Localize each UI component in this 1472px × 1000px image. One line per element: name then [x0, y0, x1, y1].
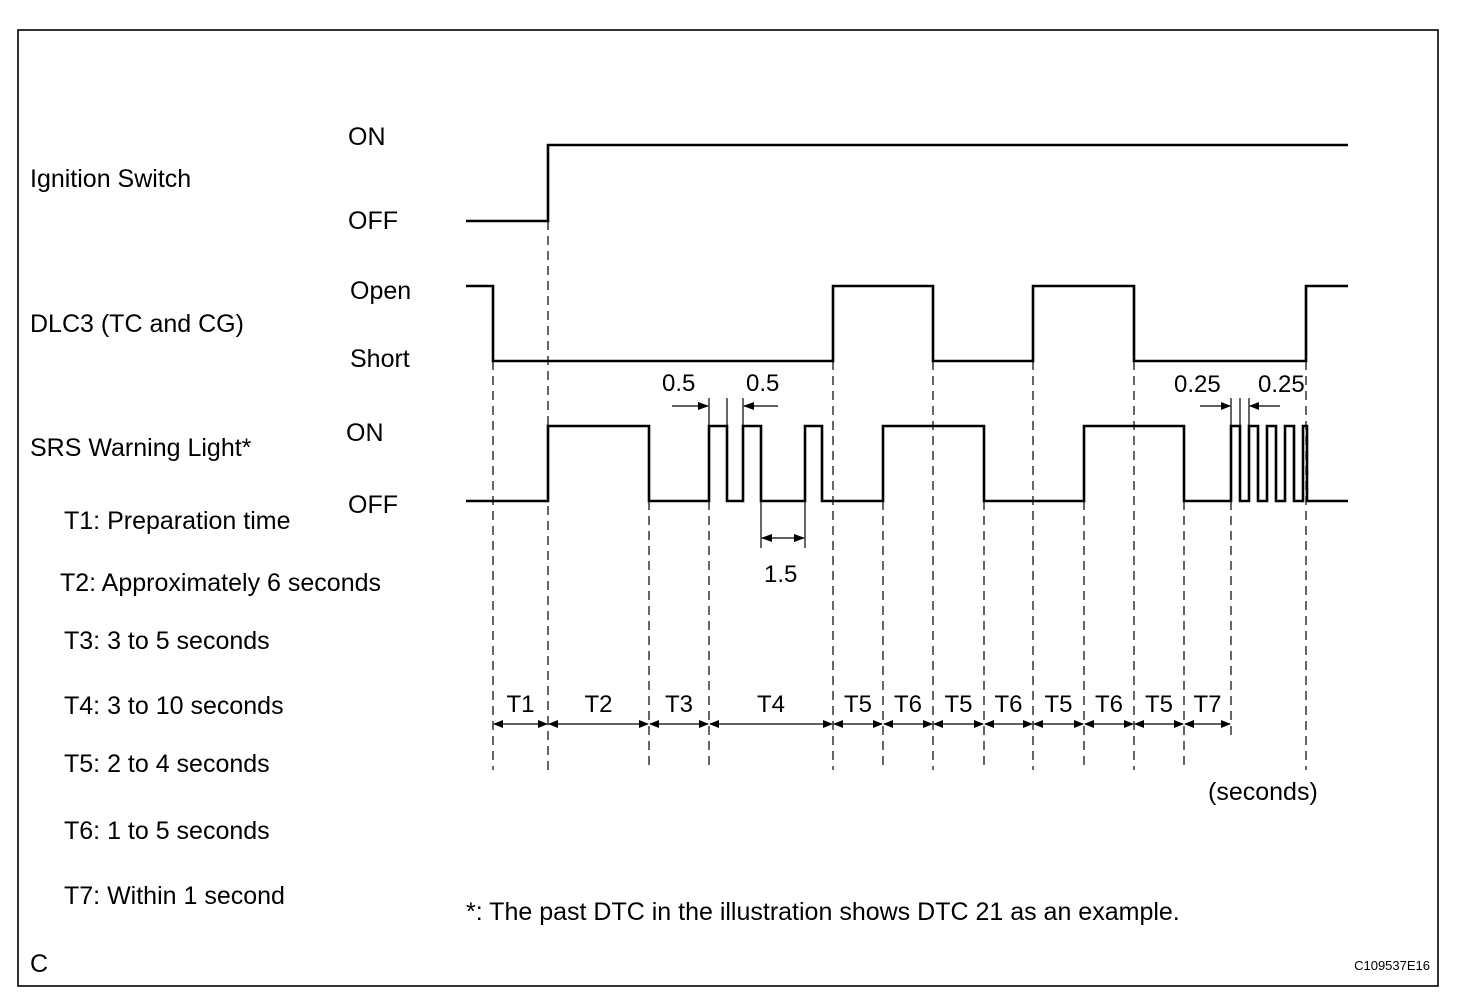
ignition-switch-label: Ignition Switch: [30, 165, 191, 193]
interval-arrowhead: [933, 720, 943, 728]
units-label: (seconds): [1208, 778, 1318, 806]
legend-t3: T3: 3 to 5 seconds: [64, 627, 270, 655]
dlc3-waveform: [466, 284, 1348, 363]
interval-label-t3: T3: [665, 691, 693, 718]
legend-t1: T1: Preparation time: [64, 507, 291, 535]
interval-arrowhead: [1134, 720, 1144, 728]
interval-arrowhead: [984, 720, 994, 728]
ignition-switch-waveform: [466, 143, 1348, 223]
interval-arrowhead: [873, 720, 883, 728]
interval-label-t7: T7: [1193, 691, 1221, 718]
gap-dimension: [760, 501, 806, 548]
interval-arrowhead: [1084, 720, 1094, 728]
figure-border: [17, 29, 1439, 987]
interval-label-t1: T1: [506, 691, 534, 718]
short-pulse-dimension: [1200, 398, 1280, 426]
interval-arrowhead: [1124, 720, 1134, 728]
interval-arrowhead: [1023, 720, 1033, 728]
legend-t6: T6: 1 to 5 seconds: [64, 817, 270, 845]
srs-off-label: OFF: [348, 491, 398, 519]
interval-label-t5: T5: [844, 691, 872, 718]
srs-on-label: ON: [346, 419, 384, 447]
interval-arrowhead: [1033, 720, 1043, 728]
ignition-on-label: ON: [348, 123, 386, 151]
ignition-off-label: OFF: [348, 207, 398, 235]
interval-arrowhead: [709, 720, 719, 728]
long-off-width-label: 0.5: [746, 370, 779, 397]
interval-arrowhead: [974, 720, 984, 728]
interval-arrows: T1 T2 T3 T4 T5 T6 T5 T6 T5 T6 T5 T7: [493, 691, 1231, 728]
interval-arrowhead: [538, 720, 548, 728]
interval-arrowhead: [699, 720, 709, 728]
long-pulse-dimension: [672, 398, 778, 426]
footnote: *: The past DTC in the illustration show…: [466, 898, 1180, 926]
legend-t7: T7: Within 1 second: [64, 882, 285, 910]
legend-t5: T5: 2 to 4 seconds: [64, 750, 270, 778]
dlc3-label: DLC3 (TC and CG): [30, 310, 244, 338]
interval-arrowhead: [1174, 720, 1184, 728]
timing-guide-lines: [492, 221, 1307, 770]
corner-label: C: [30, 950, 48, 978]
interval-arrowhead: [548, 720, 558, 728]
interval-label-t4: T4: [757, 691, 785, 718]
srs-warning-light-label: SRS Warning Light*: [30, 434, 252, 462]
interval-label-t5: T5: [1145, 691, 1173, 718]
dlc3-short-label: Short: [350, 345, 410, 373]
srs-warning-light-waveform: [466, 424, 1348, 503]
interval-label-t5: T5: [1044, 691, 1072, 718]
interval-arrowhead: [1184, 720, 1194, 728]
legend-t2: T2: Approximately 6 seconds: [60, 569, 381, 597]
interval-arrowhead: [823, 720, 833, 728]
gap-width-label: 1.5: [764, 561, 797, 588]
interval-label-t5: T5: [944, 691, 972, 718]
interval-arrowhead: [883, 720, 893, 728]
interval-arrowhead: [493, 720, 503, 728]
interval-label-t2: T2: [584, 691, 612, 718]
legend-t4: T4: 3 to 10 seconds: [64, 692, 284, 720]
figure-id: C109537E16: [1354, 958, 1430, 973]
long-on-width-label: 0.5: [662, 370, 695, 397]
interval-arrowhead: [1074, 720, 1084, 728]
interval-label-t6: T6: [994, 691, 1022, 718]
interval-arrowhead: [1221, 720, 1231, 728]
short-off-width-label: 0.25: [1258, 371, 1305, 398]
interval-arrowhead: [923, 720, 933, 728]
interval-arrowhead: [639, 720, 649, 728]
interval-arrowhead: [833, 720, 843, 728]
interval-label-t6: T6: [1095, 691, 1123, 718]
dlc3-open-label: Open: [350, 277, 411, 305]
interval-label-t6: T6: [894, 691, 922, 718]
short-on-width-label: 0.25: [1174, 371, 1221, 398]
interval-arrowhead: [649, 720, 659, 728]
